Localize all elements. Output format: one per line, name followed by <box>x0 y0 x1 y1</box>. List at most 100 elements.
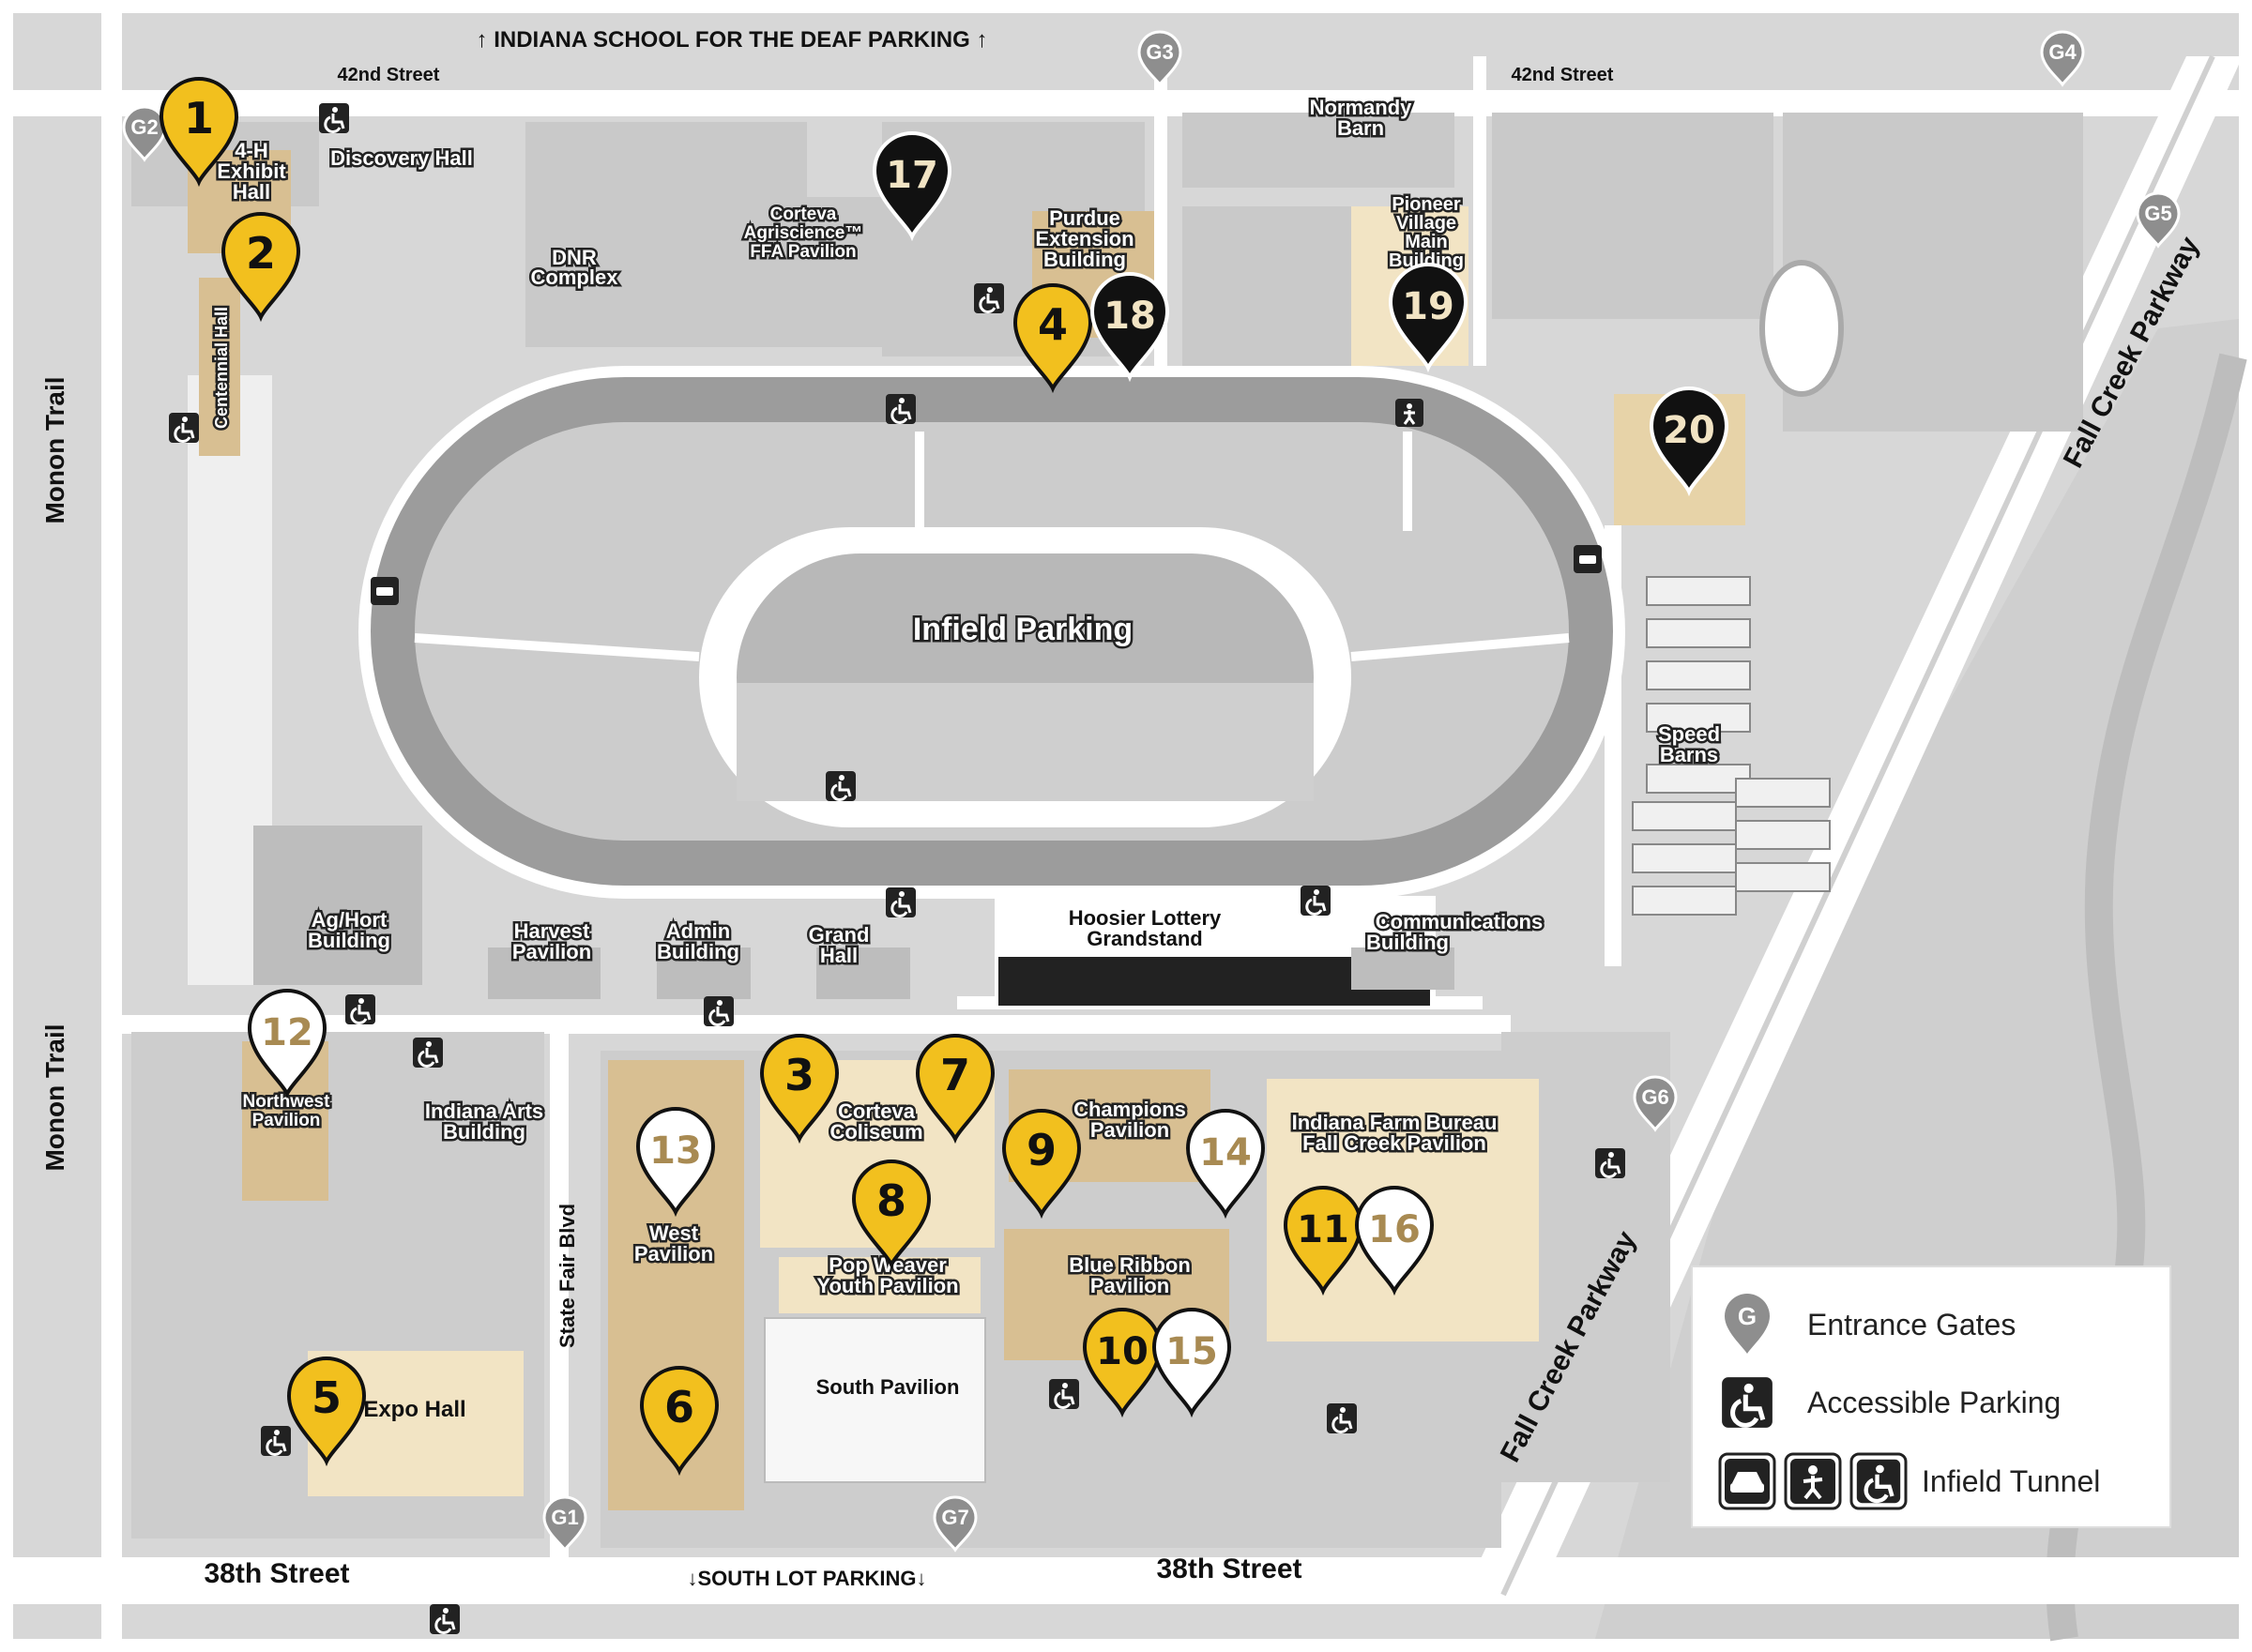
pin-number: 14 <box>1199 1131 1252 1175</box>
gate-g6-label: G6 <box>1641 1085 1668 1109</box>
coliseum-label: Corteva <box>838 1099 916 1123</box>
location-pin-4[interactable]: 4 <box>1012 283 1093 394</box>
location-pin-10[interactable]: 10 <box>1082 1308 1163 1418</box>
location-pin-7[interactable]: 7 <box>915 1034 996 1144</box>
south-pavilion-roof <box>764 1317 986 1483</box>
indiana-arts-label-2: Building <box>443 1120 525 1144</box>
pin-marker <box>1283 1186 1363 1296</box>
pioneer-label: Pioneer <box>1392 194 1461 215</box>
location-pin-19[interactable]: 19 <box>1388 263 1468 373</box>
legend-accessible-parking-text: Accessible Parking <box>1807 1385 2062 1419</box>
location-pin-13[interactable]: 13 <box>635 1107 716 1218</box>
location-pin-16[interactable]: 16 <box>1354 1186 1435 1296</box>
location-pin-20[interactable]: 20 <box>1649 386 1729 497</box>
wheelchair-icon <box>343 993 377 1026</box>
normandy-barn-label: Normandy <box>1310 96 1413 119</box>
speed-barns-label: Speed <box>1658 722 1720 746</box>
street-38-left: 38th Street <box>204 1558 349 1589</box>
pin-number: 6 <box>664 1382 694 1432</box>
wheelchair-icon <box>1325 1402 1359 1435</box>
location-pin-3[interactable]: 3 <box>759 1034 840 1144</box>
pin-marker <box>1388 263 1468 373</box>
tunnel-car-icon <box>371 577 399 605</box>
pin-marker <box>635 1107 716 1218</box>
champions-label-2: Pavilion <box>1090 1118 1169 1142</box>
pin-marker <box>1354 1186 1435 1296</box>
pin-number: 18 <box>1103 295 1156 338</box>
pedestrian-icon <box>1784 1452 1842 1510</box>
pin-marker <box>872 131 952 242</box>
gate-g7[interactable]: G7 <box>933 1495 978 1552</box>
corteva-ffa-label: Corteva <box>770 205 837 224</box>
normandy-barn-label-2: Barn <box>1337 116 1384 140</box>
pin-number: 5 <box>312 1372 342 1423</box>
gate-g4[interactable]: G4 <box>2040 30 2085 86</box>
north-blocks <box>131 113 2083 432</box>
wheelchair-icon <box>411 1036 445 1069</box>
blue-ribbon-label-2: Pavilion <box>1090 1274 1169 1297</box>
gate-g5[interactable]: G5 <box>2136 191 2181 248</box>
location-pin-11[interactable]: 11 <box>1283 1186 1363 1296</box>
gate-g4-label: G4 <box>2048 40 2077 64</box>
pin-number: 1 <box>184 93 214 144</box>
gate-g2[interactable]: G2 <box>122 105 167 161</box>
map-pin-icon: G <box>1725 1294 1770 1354</box>
grand-hall-label-2: Hall <box>820 944 858 967</box>
tunnel-accessible-icon <box>884 886 918 919</box>
pin-marker <box>1001 1109 1082 1220</box>
exhibit-hall-label: 4-H <box>235 139 267 162</box>
purdue-label: Purdue <box>1049 206 1120 230</box>
location-pin-14[interactable]: 14 <box>1185 1109 1266 1220</box>
location-pin-8[interactable]: 8 <box>851 1159 932 1270</box>
pin-marker <box>221 212 301 323</box>
map-legend: G Entrance Gates Accessible Parking Infi… <box>1691 1266 2171 1528</box>
dnr-label: DNR <box>552 246 597 269</box>
location-pin-6[interactable]: 6 <box>639 1366 720 1477</box>
location-pin-17[interactable]: 17 <box>872 131 952 242</box>
wheelchair-icon <box>1849 1452 1908 1510</box>
wheelchair-icon <box>428 1602 462 1636</box>
ag-hort-label-2: Building <box>308 929 390 952</box>
pin-number: 19 <box>1402 285 1454 328</box>
location-pin-15[interactable]: 15 <box>1151 1308 1232 1418</box>
location-pin-12[interactable]: 12 <box>247 989 327 1099</box>
west-pavilion-label-2: Pavilion <box>634 1242 713 1266</box>
location-pin-1[interactable]: 1 <box>159 77 239 188</box>
wheelchair-icon <box>167 411 201 445</box>
wheelchair-icon <box>824 769 858 803</box>
location-pin-5[interactable]: 5 <box>286 1356 367 1467</box>
pop-weaver-label: Pop Weaver <box>829 1253 947 1277</box>
wheelchair-icon <box>702 994 736 1028</box>
gate-g2-label: G2 <box>130 115 158 139</box>
gate-g6[interactable]: G6 <box>1633 1075 1678 1131</box>
expo-hall-label: Expo Hall <box>363 1397 465 1422</box>
pin-number: 10 <box>1096 1330 1149 1373</box>
pin-marker <box>1082 1308 1163 1418</box>
grand-hall-label: Grand <box>809 923 870 947</box>
location-pin-2[interactable]: 2 <box>221 212 301 323</box>
speed-barns <box>1632 576 1831 916</box>
gate-g1[interactable]: G1 <box>542 1495 587 1552</box>
communications-label: Communications <box>1376 910 1543 933</box>
pin-number: 9 <box>1027 1125 1057 1175</box>
infield-parking-label: Infield Parking <box>913 612 1133 647</box>
legend-infield-tunnel-text: Infield Tunnel <box>1922 1463 2101 1498</box>
tunnel-car-icon <box>1574 545 1602 573</box>
centennial-hall-label: Centennial Hall <box>212 307 231 429</box>
discovery-hall-label: Discovery Hall <box>330 146 473 170</box>
pin-number: 15 <box>1165 1330 1218 1373</box>
pin-number: 13 <box>649 1129 702 1173</box>
south-lot-parking: ↓SOUTH LOT PARKING↓ <box>687 1567 926 1590</box>
wheelchair-icon <box>1721 1376 1773 1429</box>
monon-trail-lower: Monon Trail <box>40 1023 69 1171</box>
pin-marker <box>1012 283 1093 394</box>
race-track <box>358 366 1625 899</box>
legend-entrance-gates: G Entrance Gates <box>1721 1292 2016 1357</box>
top-parking-label: ↑ INDIANA SCHOOL FOR THE DEAF PARKING ↑ <box>477 27 988 53</box>
pioneer-label-2: Village <box>1396 213 1456 234</box>
gate-g1-label: G1 <box>551 1506 578 1529</box>
gate-g3[interactable]: G3 <box>1137 30 1182 86</box>
location-pin-9[interactable]: 9 <box>1001 1109 1082 1220</box>
location-pin-18[interactable]: 18 <box>1089 272 1170 383</box>
